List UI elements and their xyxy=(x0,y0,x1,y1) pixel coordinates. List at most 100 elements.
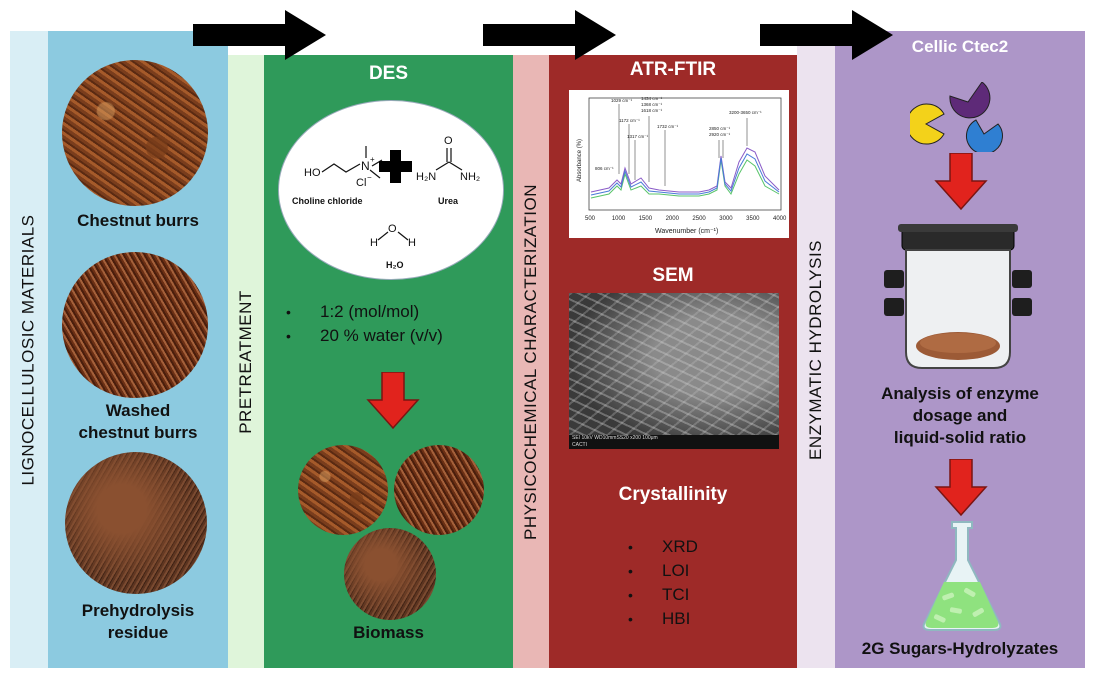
reactor-clamp-right-1 xyxy=(1012,270,1032,288)
blue-pacman-icon xyxy=(966,119,1003,152)
yellow-pacman-icon xyxy=(910,103,945,145)
washed-burrs-image xyxy=(62,252,208,398)
black-plus-shape xyxy=(379,150,412,183)
erlenmeyer-flask-icon xyxy=(922,521,1002,631)
sem-info-bar: SEI 10kV WD10mmSS20 x200 100μm CACTI xyxy=(569,435,779,449)
chem-ho: HO xyxy=(304,167,321,179)
chem-o-urea: O xyxy=(444,135,453,147)
reactor-clamp-left-1 xyxy=(884,270,904,288)
ftir-annot-3200: 3200-3650 cm⁻¹ xyxy=(729,110,762,115)
ftir-tick-label: 3500 xyxy=(746,216,760,222)
crystallinity-loi: LOI xyxy=(628,559,698,583)
chestnut-burrs-image xyxy=(62,60,208,206)
urea-label: Urea xyxy=(438,196,459,206)
sem-micrograph: SEI 10kV WD10mmSS20 x200 100μm CACTI xyxy=(569,293,779,449)
analysis-line-2: dosage and xyxy=(912,406,1008,425)
enzyme-red-arrow-1 xyxy=(934,153,988,211)
crystallinity-title: Crystallinity xyxy=(618,484,728,505)
washed-line-2: chestnut burrs xyxy=(78,423,198,442)
des-conditions-list: 1:2 (mol/mol) 20 % water (v/v) xyxy=(286,300,443,348)
prehydrolysis-caption: Prehydrolysis residue xyxy=(48,600,228,644)
des-condition-ratio: 1:2 (mol/mol) xyxy=(286,300,443,324)
flow-arrow-2 xyxy=(483,10,616,60)
water-bond-left xyxy=(377,231,389,241)
ftir-annot-1317: 1317 cm⁻¹ xyxy=(627,134,649,139)
analysis-line-1: Analysis of enzyme xyxy=(881,384,1039,403)
chem-o-water: O xyxy=(388,223,397,235)
des-chemistry-drawing: HO N + Cl − Choline chloride O H₂N NH₂ U… xyxy=(292,135,480,270)
chem-h-left: H xyxy=(370,237,378,249)
des-chemistry-oval xyxy=(278,100,504,280)
prehydrolysis-line-1: Prehydrolysis xyxy=(81,601,195,620)
chem-n-plus: + xyxy=(370,155,375,164)
des-biomass-image-2 xyxy=(394,445,484,535)
washed-line-1: Washed xyxy=(105,401,171,420)
water-bond-right xyxy=(397,231,409,241)
analysis-line-3: liquid-solid ratio xyxy=(893,428,1027,447)
physicochemical-label: PHYSICOCHEMICAL CHARACTERIZATION xyxy=(521,183,541,540)
ftir-arrows xyxy=(618,104,748,186)
ftir-tick-label: 1500 xyxy=(639,216,653,222)
ftir-annot-1172: 1172 cm⁻¹ xyxy=(619,118,640,123)
enzymatic-label: ENZYMATIC HYDROLYSIS xyxy=(806,239,826,460)
ftir-series-green xyxy=(590,159,780,199)
urea-bond-left xyxy=(435,161,450,171)
flow-arrow-3 xyxy=(760,10,893,60)
des-biomass-image-1 xyxy=(298,445,388,535)
lignocellulosic-label: LIGNOCELLULOSIC MATERIALS xyxy=(19,213,39,486)
ftir-x-label: Wavenumber (cm⁻¹) xyxy=(655,228,718,235)
ftir-tick-label: 2000 xyxy=(666,216,680,222)
choline-label: Choline chloride xyxy=(292,196,363,206)
reactor-clamp-right-2 xyxy=(1012,298,1032,316)
ftir-series-blue xyxy=(590,153,780,196)
sem-title: SEM xyxy=(652,265,694,286)
reactor-clamp-left-2 xyxy=(884,298,904,316)
urea-bond-right xyxy=(448,161,463,171)
des-biomass-image-3 xyxy=(344,528,436,620)
chestnut-burrs-caption: Chestnut burrs xyxy=(77,211,199,230)
choline-bonds xyxy=(321,163,361,173)
pretreatment-label: PRETREATMENT xyxy=(236,289,256,434)
ftir-annot-1618: 1618 cm⁻¹ xyxy=(641,108,663,113)
flow-arrow-1 xyxy=(193,10,326,60)
ftir-tick-label: 2500 xyxy=(692,216,706,222)
crystallinity-tci: TCI xyxy=(628,583,698,607)
ftir-annot-1732: 1732 cm⁻¹ xyxy=(657,124,679,129)
des-condition-water: 20 % water (v/v) xyxy=(286,324,443,348)
sem-info-line-2: CACTI xyxy=(572,442,587,448)
prehydrolysis-line-2: residue xyxy=(107,623,169,642)
analysis-caption: Analysis of enzyme dosage and liquid-sol… xyxy=(835,383,1085,449)
ftir-y-label: Absorbance (%) xyxy=(577,139,583,182)
des-red-arrow xyxy=(366,372,420,430)
sem-info-line-1: SEI 10kV WD10mmSS20 x200 100μm xyxy=(572,435,658,441)
chem-nh2: NH₂ xyxy=(460,171,480,183)
sugars-caption: 2G Sugars-Hydrolyzates xyxy=(861,639,1059,658)
enzyme-pacman-icons xyxy=(910,82,1003,152)
ftir-tick-label: 3000 xyxy=(719,216,733,222)
reactor-vessel xyxy=(884,224,1032,369)
physicochemical-strip: PHYSICOCHEMICAL CHARACTERIZATION xyxy=(513,55,549,668)
prehydrolysis-residue-image xyxy=(65,452,207,594)
chem-cl: Cl xyxy=(356,177,366,189)
washed-burrs-caption: Washed chestnut burrs xyxy=(48,400,228,444)
purple-pacman-icon xyxy=(949,82,991,119)
ftir-series-purple xyxy=(590,147,780,193)
chem-cl-minus: − xyxy=(367,173,372,182)
water-label: H₂O xyxy=(386,260,404,270)
ftir-annot-806: 806 cm⁻¹ xyxy=(595,166,614,171)
chem-n: N xyxy=(361,159,370,173)
des-title: DES xyxy=(368,63,409,84)
ftir-annot-1368: 1368 cm⁻¹ xyxy=(641,102,663,107)
ftir-tick-label: 500 xyxy=(585,216,596,222)
ftir-annot-2850: 2850 cm⁻¹ xyxy=(709,126,731,131)
enzyme-red-arrow-2 xyxy=(934,459,988,517)
ftir-title: ATR-FTIR xyxy=(629,59,717,80)
pretreatment-strip: PRETREATMENT xyxy=(228,55,264,668)
ftir-annotations: 1029 cm⁻¹ 1434 cm⁻¹ 1368 cm⁻¹ 1618 cm⁻¹ … xyxy=(595,96,762,171)
ftir-annot-2920: 2920 cm⁻¹ xyxy=(709,132,731,137)
ftir-tick-label: 4000 xyxy=(773,216,787,222)
cellic-title: Cellic Ctec2 xyxy=(911,37,1009,56)
chem-h-right: H xyxy=(408,237,416,249)
crystallinity-hbi: HBI xyxy=(628,607,698,631)
